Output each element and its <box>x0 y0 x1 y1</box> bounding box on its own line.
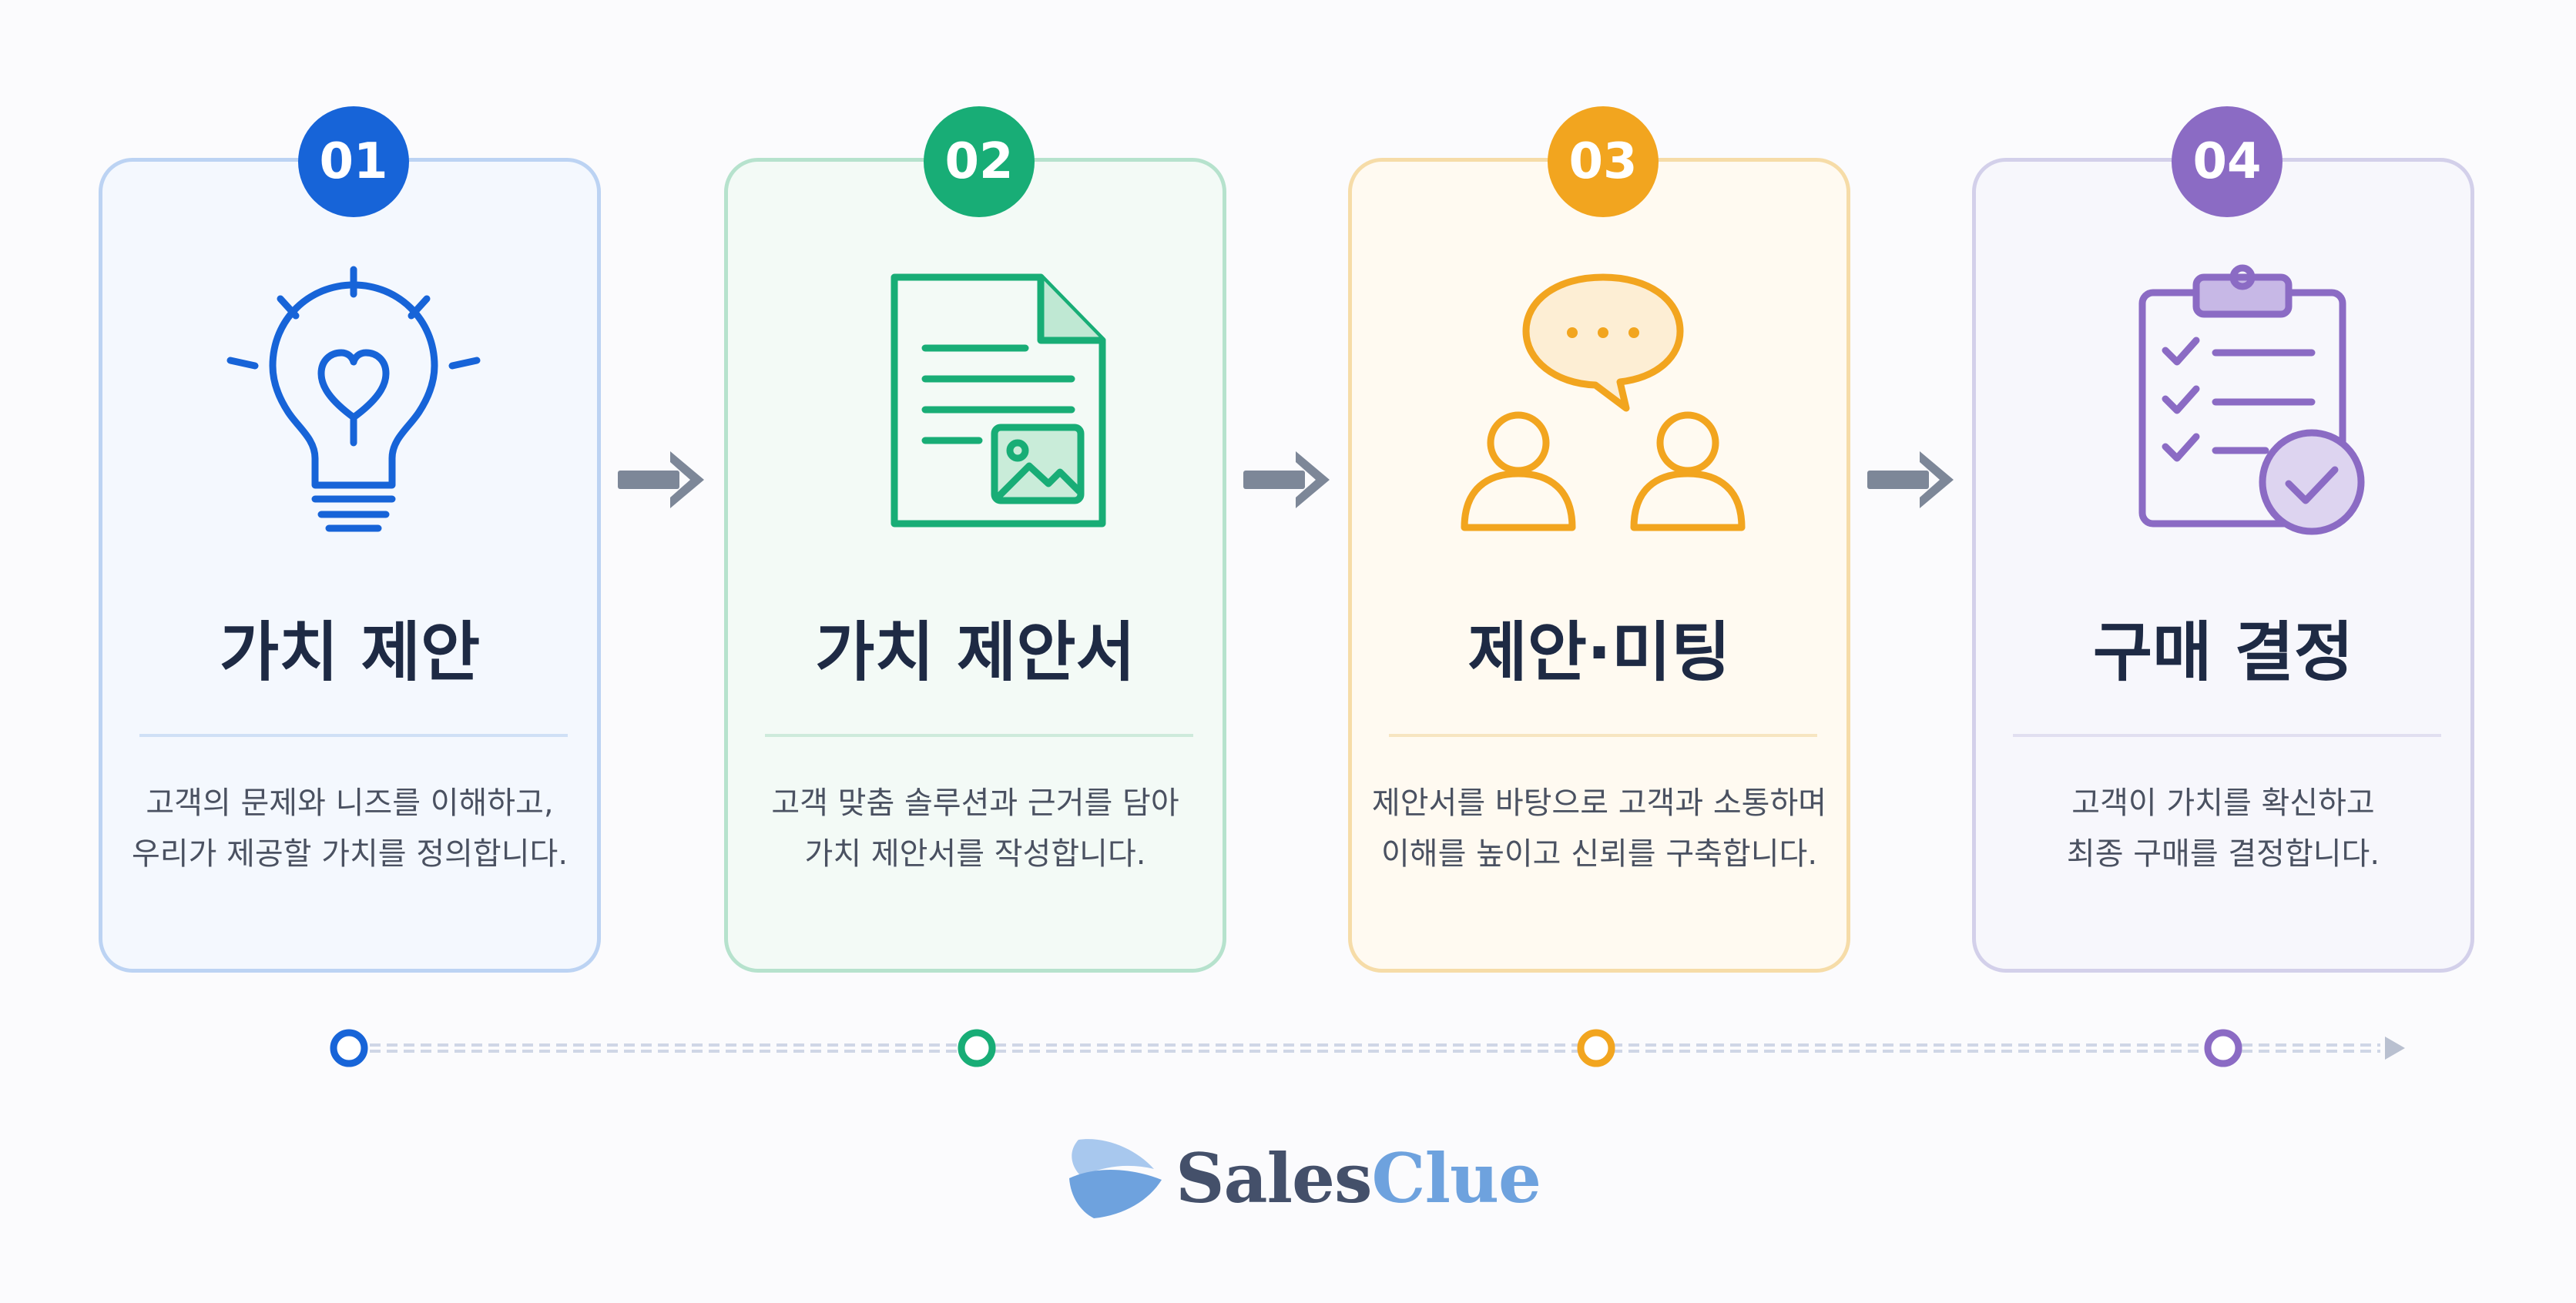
salesclue-logo: SalesClue <box>1063 1132 1541 1224</box>
step-description-1: 고객의 문제와 니즈를 이해하고, 우리가 제공할 가치를 정의합니다. <box>102 778 597 879</box>
timeline-node-1 <box>330 1029 368 1067</box>
timeline-node-4 <box>2204 1029 2242 1067</box>
step-divider-1 <box>139 734 568 737</box>
arrow-right-icon <box>1867 451 1954 508</box>
step-divider-3 <box>1389 734 1817 737</box>
arrow-right-icon <box>618 451 704 508</box>
step-card-1: 01 가치 제안 고객의 문제와 니즈를 이해하고, 우리가 제공할 가치를 정… <box>99 106 601 973</box>
arrow-right-icon <box>1243 451 1330 508</box>
step-title-1: 가치 제안 <box>219 615 481 690</box>
step-description-3: 제안서를 바탕으로 고객과 소통하며 이해를 높이고 신뢰를 구축합니다. <box>1352 778 1846 879</box>
document-image-icon <box>891 273 1106 528</box>
step-description-line: 이해를 높이고 신뢰를 구축합니다. <box>1380 836 1818 872</box>
salesclue-logo-mark-icon <box>1069 1139 1162 1218</box>
step-description-4: 고객이 가치를 확신하고 최종 구매를 결정합니다. <box>1976 778 2470 879</box>
step-description-line: 고객 맞춤 솔루션과 근거를 담아 <box>771 785 1179 821</box>
lightbulb-heart-icon <box>226 266 481 532</box>
step-description-line: 가치 제안서를 작성합니다. <box>804 836 1146 872</box>
step-title-3: 제안·미팅 <box>1467 615 1731 690</box>
step-description-line: 최종 구매를 결정합니다. <box>2066 836 2380 872</box>
timeline-node-2 <box>958 1029 996 1067</box>
logo-text-sales: Sales <box>1176 1138 1373 1218</box>
step-description-line: 고객이 가치를 확신하고 <box>2071 785 2375 821</box>
meeting-people-chat-icon <box>1461 273 1746 531</box>
step-number-badge-3: 03 <box>1548 106 1659 217</box>
step-description-line: 우리가 제공할 가치를 정의합니다. <box>131 836 569 872</box>
timeline <box>330 1029 2405 1067</box>
step-number-badge-1: 01 <box>298 106 409 217</box>
logo-text-clue: Clue <box>1371 1138 1541 1218</box>
step-card-2: 02 가치 제안서 고객 맞춤 솔루션과 근거를 담아 가치 제안서를 작성합니… <box>724 106 1226 973</box>
timeline-node-3 <box>1577 1029 1615 1067</box>
step-divider-4 <box>2013 734 2441 737</box>
step-description-line: 제안서를 바탕으로 고객과 소통하며 <box>1371 785 1827 821</box>
step-title-2: 가치 제안서 <box>815 615 1135 690</box>
step-description-2: 고객 맞춤 솔루션과 근거를 담아 가치 제안서를 작성합니다. <box>728 778 1223 879</box>
step-card-3: 03 제안·미팅 제안서를 바탕으로 고객과 소통하며 이해를 높이고 신뢰를 … <box>1348 106 1850 973</box>
step-title-4: 구매 결정 <box>2092 615 2354 690</box>
step-divider-2 <box>765 734 1193 737</box>
clipboard-checklist-icon <box>2138 264 2365 535</box>
step-number-badge-2: 02 <box>924 106 1035 217</box>
step-description-line: 고객의 문제와 니즈를 이해하고, <box>146 785 554 821</box>
logo-wordmark: SalesClue <box>1176 1138 1541 1218</box>
step-number-badge-4: 04 <box>2172 106 2283 217</box>
step-card-4: 04 구매 결정 고객이 가치를 확신하고 최종 구매를 결정합니다. <box>1972 106 2474 973</box>
